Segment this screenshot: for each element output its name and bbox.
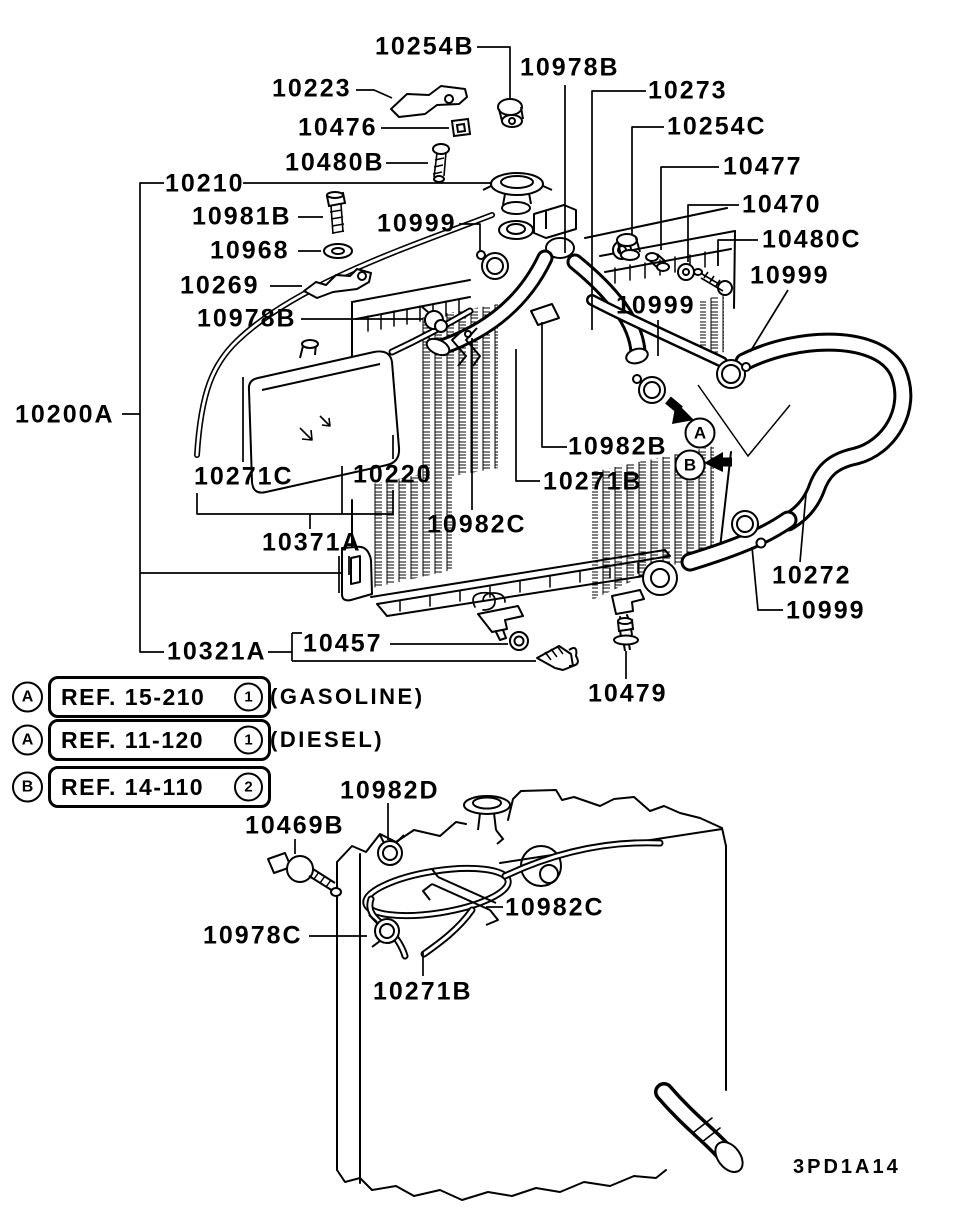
ref-number-circle: 2 bbox=[234, 772, 263, 802]
part-label-10321A: 10321A bbox=[167, 637, 267, 666]
plug-10254C bbox=[612, 233, 641, 261]
part-label-10480B: 10480B bbox=[285, 148, 385, 177]
ref-marker-a: A bbox=[12, 681, 43, 713]
reserve-tank-tube bbox=[388, 307, 474, 356]
ref-marker-a: A bbox=[12, 724, 43, 756]
ref-box-11-120[interactable]: REF. 11-120 1 bbox=[48, 719, 271, 761]
part-label-10254C: 10254C bbox=[667, 112, 767, 141]
ref-box-14-110[interactable]: REF. 14-110 2 bbox=[48, 766, 271, 808]
part-label-10981B: 10981B bbox=[192, 202, 292, 231]
part-label-10999: 10999 bbox=[786, 596, 866, 625]
part-label-10477: 10477 bbox=[723, 152, 803, 181]
ref-text: REF. 14-110 bbox=[61, 773, 205, 800]
reserve-tank bbox=[247, 339, 401, 494]
hose-clamp-10999-a bbox=[476, 250, 509, 280]
part-label-10210: 10210 bbox=[165, 169, 245, 198]
washer-10470 bbox=[677, 263, 695, 281]
hose-clamp-10978C bbox=[368, 914, 400, 948]
engine-filler-cap bbox=[463, 795, 511, 845]
hose-clamp-10978B bbox=[420, 305, 448, 333]
ref-note-text: (DIESEL) bbox=[270, 727, 385, 752]
part-label-10269: 10269 bbox=[180, 271, 260, 300]
bolt-10480C bbox=[693, 268, 733, 296]
upper-hose-10271B bbox=[425, 249, 554, 357]
part-label-10271B: 10271B bbox=[543, 467, 643, 496]
filler-neck bbox=[498, 220, 534, 240]
part-label-10982B: 10982B bbox=[568, 432, 668, 461]
bracket-10269 bbox=[303, 268, 372, 299]
part-label-10470: 10470 bbox=[742, 190, 822, 219]
ref-note-row-3: B REF. 14-110 2 bbox=[0, 766, 460, 808]
grommet-10457 bbox=[509, 631, 529, 651]
part-label-10479: 10479 bbox=[588, 679, 668, 708]
pin-10477 bbox=[645, 252, 670, 272]
hose-clamp-10982D bbox=[377, 834, 405, 866]
part-label-10469B: 10469B bbox=[245, 811, 345, 840]
part-label-10480C: 10480C bbox=[762, 225, 862, 254]
part-label-10978B: 10978B bbox=[520, 53, 620, 82]
engine-outlet-pipe bbox=[586, 294, 728, 368]
callout-b: B bbox=[674, 449, 706, 481]
sensor-10469B bbox=[267, 852, 342, 897]
ref-text: REF. 15-210 bbox=[61, 683, 206, 710]
leader-lines bbox=[122, 46, 807, 976]
part-label-10200A: 10200A bbox=[15, 400, 115, 429]
part-label-10223: 10223 bbox=[272, 74, 352, 103]
lower-hose-10272 bbox=[680, 332, 913, 572]
clip-10476 bbox=[450, 117, 472, 138]
part-label-10982C: 10982C bbox=[427, 510, 527, 539]
overflow-hose bbox=[194, 212, 495, 458]
part-label-10999: 10999 bbox=[377, 209, 457, 238]
upper-bracket-10223 bbox=[390, 85, 468, 118]
ref-number-circle: 1 bbox=[234, 682, 263, 712]
cushion-10254B bbox=[497, 98, 524, 128]
mount-plate-10978B bbox=[533, 204, 577, 259]
drain-plug bbox=[536, 645, 579, 671]
bolt-10981B bbox=[325, 191, 347, 235]
ref-note-row-2: A REF. 11-120 1 (DIESEL) bbox=[0, 719, 460, 761]
hose-clamp-10999-c bbox=[716, 359, 751, 389]
bolt-10480B bbox=[432, 143, 450, 183]
part-label-10220: 10220 bbox=[353, 460, 433, 489]
part-label-10978B: 10978B bbox=[197, 304, 297, 333]
ref-note-text: (GASOLINE) bbox=[270, 684, 425, 709]
ref-number-circle: 1 bbox=[234, 725, 263, 755]
radiator-core-fins bbox=[372, 295, 724, 600]
ref-box-15-210[interactable]: REF. 15-210 1 bbox=[48, 676, 271, 718]
hose-bracket-10982C-lower bbox=[422, 868, 499, 926]
callout-a: A bbox=[684, 417, 716, 449]
part-label-10272: 10272 bbox=[772, 561, 852, 590]
ref-note-row-1: A REF. 15-210 1 (GASOLINE) bbox=[0, 676, 460, 718]
part-label-10271C: 10271C bbox=[194, 462, 294, 491]
engine-elbow-hose bbox=[654, 1082, 744, 1174]
part-label-10968: 10968 bbox=[210, 236, 290, 265]
part-label-10254B: 10254B bbox=[375, 32, 475, 61]
upper-hose-branch bbox=[566, 253, 649, 365]
part-label-10273: 10273 bbox=[648, 76, 728, 105]
part-label-10999: 10999 bbox=[616, 291, 696, 320]
part-label-10457: 10457 bbox=[303, 629, 383, 658]
ref-text: REF. 11-120 bbox=[61, 726, 205, 753]
radiator-body bbox=[341, 207, 736, 641]
callout-arrows bbox=[665, 384, 791, 472]
part-label-10271B: 10271B bbox=[373, 977, 473, 1006]
radiator-cap bbox=[482, 172, 553, 215]
diagram-code: 3PD1A14 bbox=[793, 1156, 901, 1178]
part-label-10371A: 10371A bbox=[262, 528, 362, 557]
bolt-10479 bbox=[613, 617, 639, 652]
hose-clamp-10999-b bbox=[632, 374, 666, 404]
hose-clamp-10999-d bbox=[731, 510, 767, 549]
part-label-10982C: 10982C bbox=[505, 893, 605, 922]
ref-marker-b: B bbox=[12, 771, 43, 803]
part-label-10982D: 10982D bbox=[340, 776, 440, 805]
hose-bracket-10982C bbox=[451, 327, 481, 367]
part-label-10476: 10476 bbox=[298, 113, 378, 142]
part-label-10999: 10999 bbox=[750, 261, 830, 290]
part-label-10978C: 10978C bbox=[203, 921, 303, 950]
hose-pad-10982B bbox=[530, 303, 560, 326]
washer-10968 bbox=[323, 243, 353, 259]
